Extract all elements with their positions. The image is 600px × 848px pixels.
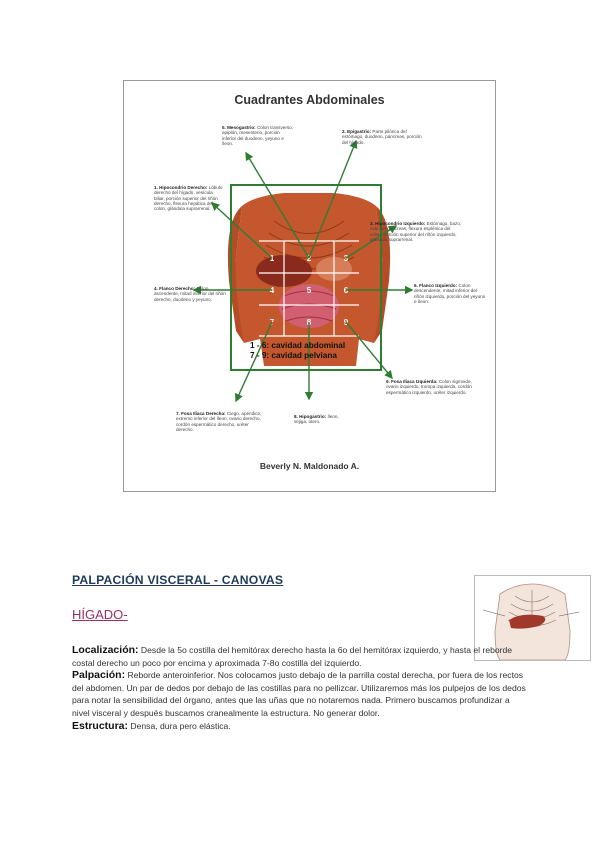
figure-title: Cuadrantes Abdominales <box>234 93 385 107</box>
palpacion-text: Reborde anteroinferior. Nos colocamos ju… <box>72 670 526 718</box>
palpacion-paragraph: Palpación: Reborde anteroinferior. Nos c… <box>72 669 527 719</box>
legend-pelviana: 7 - 9: cavidad pelviana <box>250 351 337 360</box>
quadrant-frame <box>230 184 382 371</box>
annotation-mesogastrio: 5. Mesogastrio: Colon transverso, epipló… <box>222 125 293 146</box>
section-title: PALPACIÓN VISCERAL - CANOVAS <box>72 573 284 587</box>
annotation-flanco-izquierdo: 6. Flanco Izquierdo: Colon descendente, … <box>414 283 486 304</box>
localizacion-label: Localización: <box>72 644 139 656</box>
liver-palpation-text: Localización: Desde la 5o costilla del h… <box>72 644 527 732</box>
liver-figure-illustration <box>482 583 580 661</box>
estructura-label: Estructura: <box>72 719 129 732</box>
pointer-arrows <box>192 139 414 403</box>
annotation-hipocondrio-izquierdo: 3. Hipocondrio Izquierdo: Estómago, bazo… <box>370 221 462 242</box>
quadrant-number-2: 2 <box>307 254 312 263</box>
palpacion-label: Palpación: <box>72 669 126 682</box>
right-arm <box>374 206 391 343</box>
torso-illustration: 1 2 3 4 5 6 7 8 9 <box>192 139 414 403</box>
quadrant-number-4: 4 <box>270 286 275 295</box>
annotation-fosa-iliaca-derecha: 7. Fosa Iliaca Derecha: Ciego, apéndice,… <box>176 411 262 432</box>
annotation-flanco-derecho: 4. Flanco Derecho: Colon ascendente, mit… <box>154 286 226 302</box>
localizacion-paragraph: Localización: Desde la 5o costilla del h… <box>72 644 527 669</box>
localizacion-text: Desde la 5o costilla del hemitórax derec… <box>72 645 513 668</box>
estructura-text: Densa, dura pero elástica. <box>130 720 231 731</box>
legend-abdominal: 1 - 6: cavidad abdominal <box>250 341 346 350</box>
figure-author: Beverly N. Maldonado A. <box>259 461 360 471</box>
estructura-paragraph: Estructura: Densa, dura pero elástica. <box>72 720 527 733</box>
annotation-hipocondrio-derecho: 1. Hipocondrio Derecho: Lóbulo derecho d… <box>154 185 223 212</box>
intestines <box>279 284 339 328</box>
annotation-hipogastrio: 8. Hipogastrio: Íleon, vejiga, útero. <box>294 414 339 425</box>
liver-shape <box>509 614 546 629</box>
quadrant-number-3: 3 <box>344 254 349 263</box>
liver-location-figure <box>474 575 591 661</box>
subsection-title: HÍGADO- <box>72 607 128 622</box>
quadrant-number-5: 5 <box>307 286 312 295</box>
quadrant-number-1: 1 <box>270 254 275 263</box>
annotation-epigastrio: 2. Epigastrio: Parte pilórica del estóma… <box>342 129 422 145</box>
abdominal-quadrants-figure: Cuadrantes Abdominales <box>123 80 496 492</box>
cavity-legend: 1 - 6: cavidad abdominal 7 - 9: cavidad … <box>250 341 345 361</box>
annotation-fosa-iliaca-izquierda: 9. Fosa Iliaca Izquierda: Colon sigmoide… <box>386 379 472 395</box>
